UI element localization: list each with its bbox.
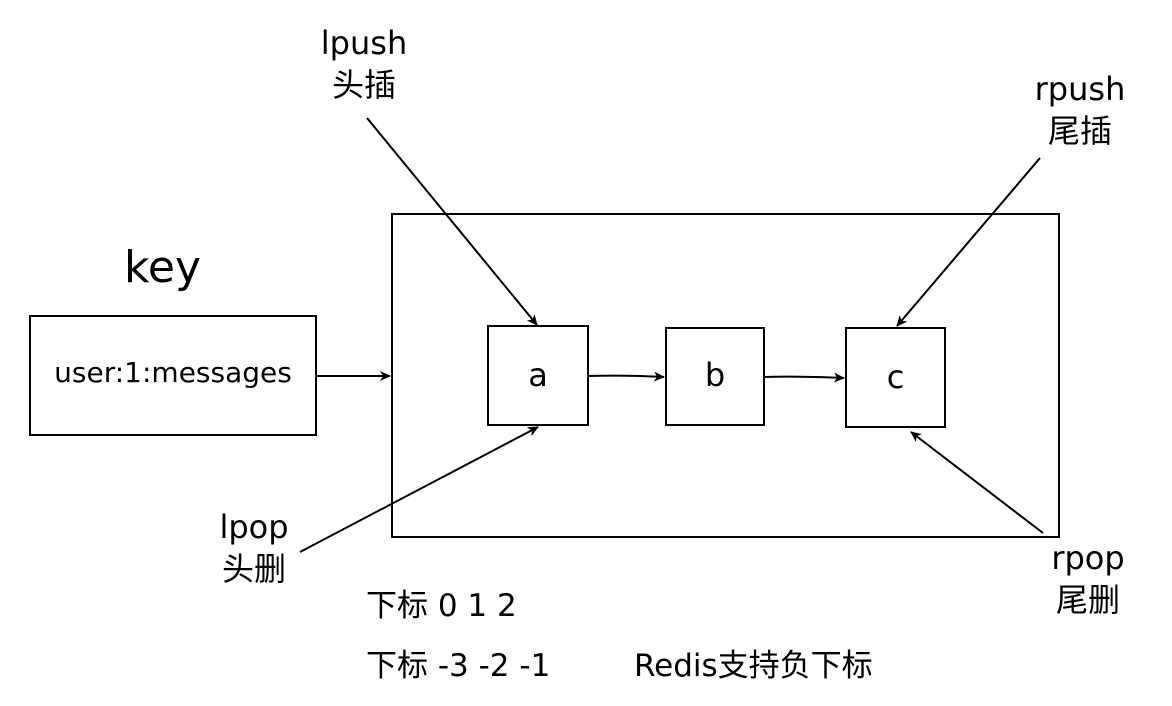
- index-positive: 下标 0 1 2: [366, 588, 517, 624]
- rpush-cmd: rpush: [1034, 70, 1126, 108]
- lpush-arrow: [366, 117, 538, 326]
- negative-index-note: Redis支持负下标: [634, 648, 873, 684]
- lpush-label: lpush 头插: [304, 22, 424, 106]
- b-to-c-arrow: [763, 372, 845, 383]
- rpop-cmd: rpop: [1051, 539, 1125, 577]
- list-container: [391, 213, 1060, 538]
- lpop-desc: 头删: [221, 550, 286, 588]
- key-title: key: [124, 242, 202, 293]
- lpop-label: lpop 头删: [194, 506, 314, 590]
- node-c-box: [845, 327, 946, 428]
- rpush-desc: 尾插: [1047, 112, 1112, 150]
- lpop-cmd: lpop: [219, 508, 289, 546]
- node-c-label: c: [886, 358, 905, 396]
- key-name: user:1:messages: [54, 356, 292, 389]
- index-negative: 下标 -3 -2 -1: [366, 648, 551, 684]
- lpush-desc: 头插: [331, 66, 396, 104]
- a-to-b-arrow: [587, 371, 665, 382]
- rpush-arrow: [896, 157, 1041, 327]
- lpop-arrow: [299, 426, 539, 553]
- rpop-label: rpop 尾删: [1028, 537, 1148, 621]
- lpush-cmd: lpush: [320, 24, 408, 62]
- rpush-label: rpush 尾插: [1020, 68, 1140, 152]
- node-a-label: a: [528, 356, 548, 394]
- rpop-arrow: [910, 431, 1044, 534]
- rpop-desc: 尾删: [1055, 581, 1120, 619]
- node-b-label: b: [704, 356, 726, 394]
